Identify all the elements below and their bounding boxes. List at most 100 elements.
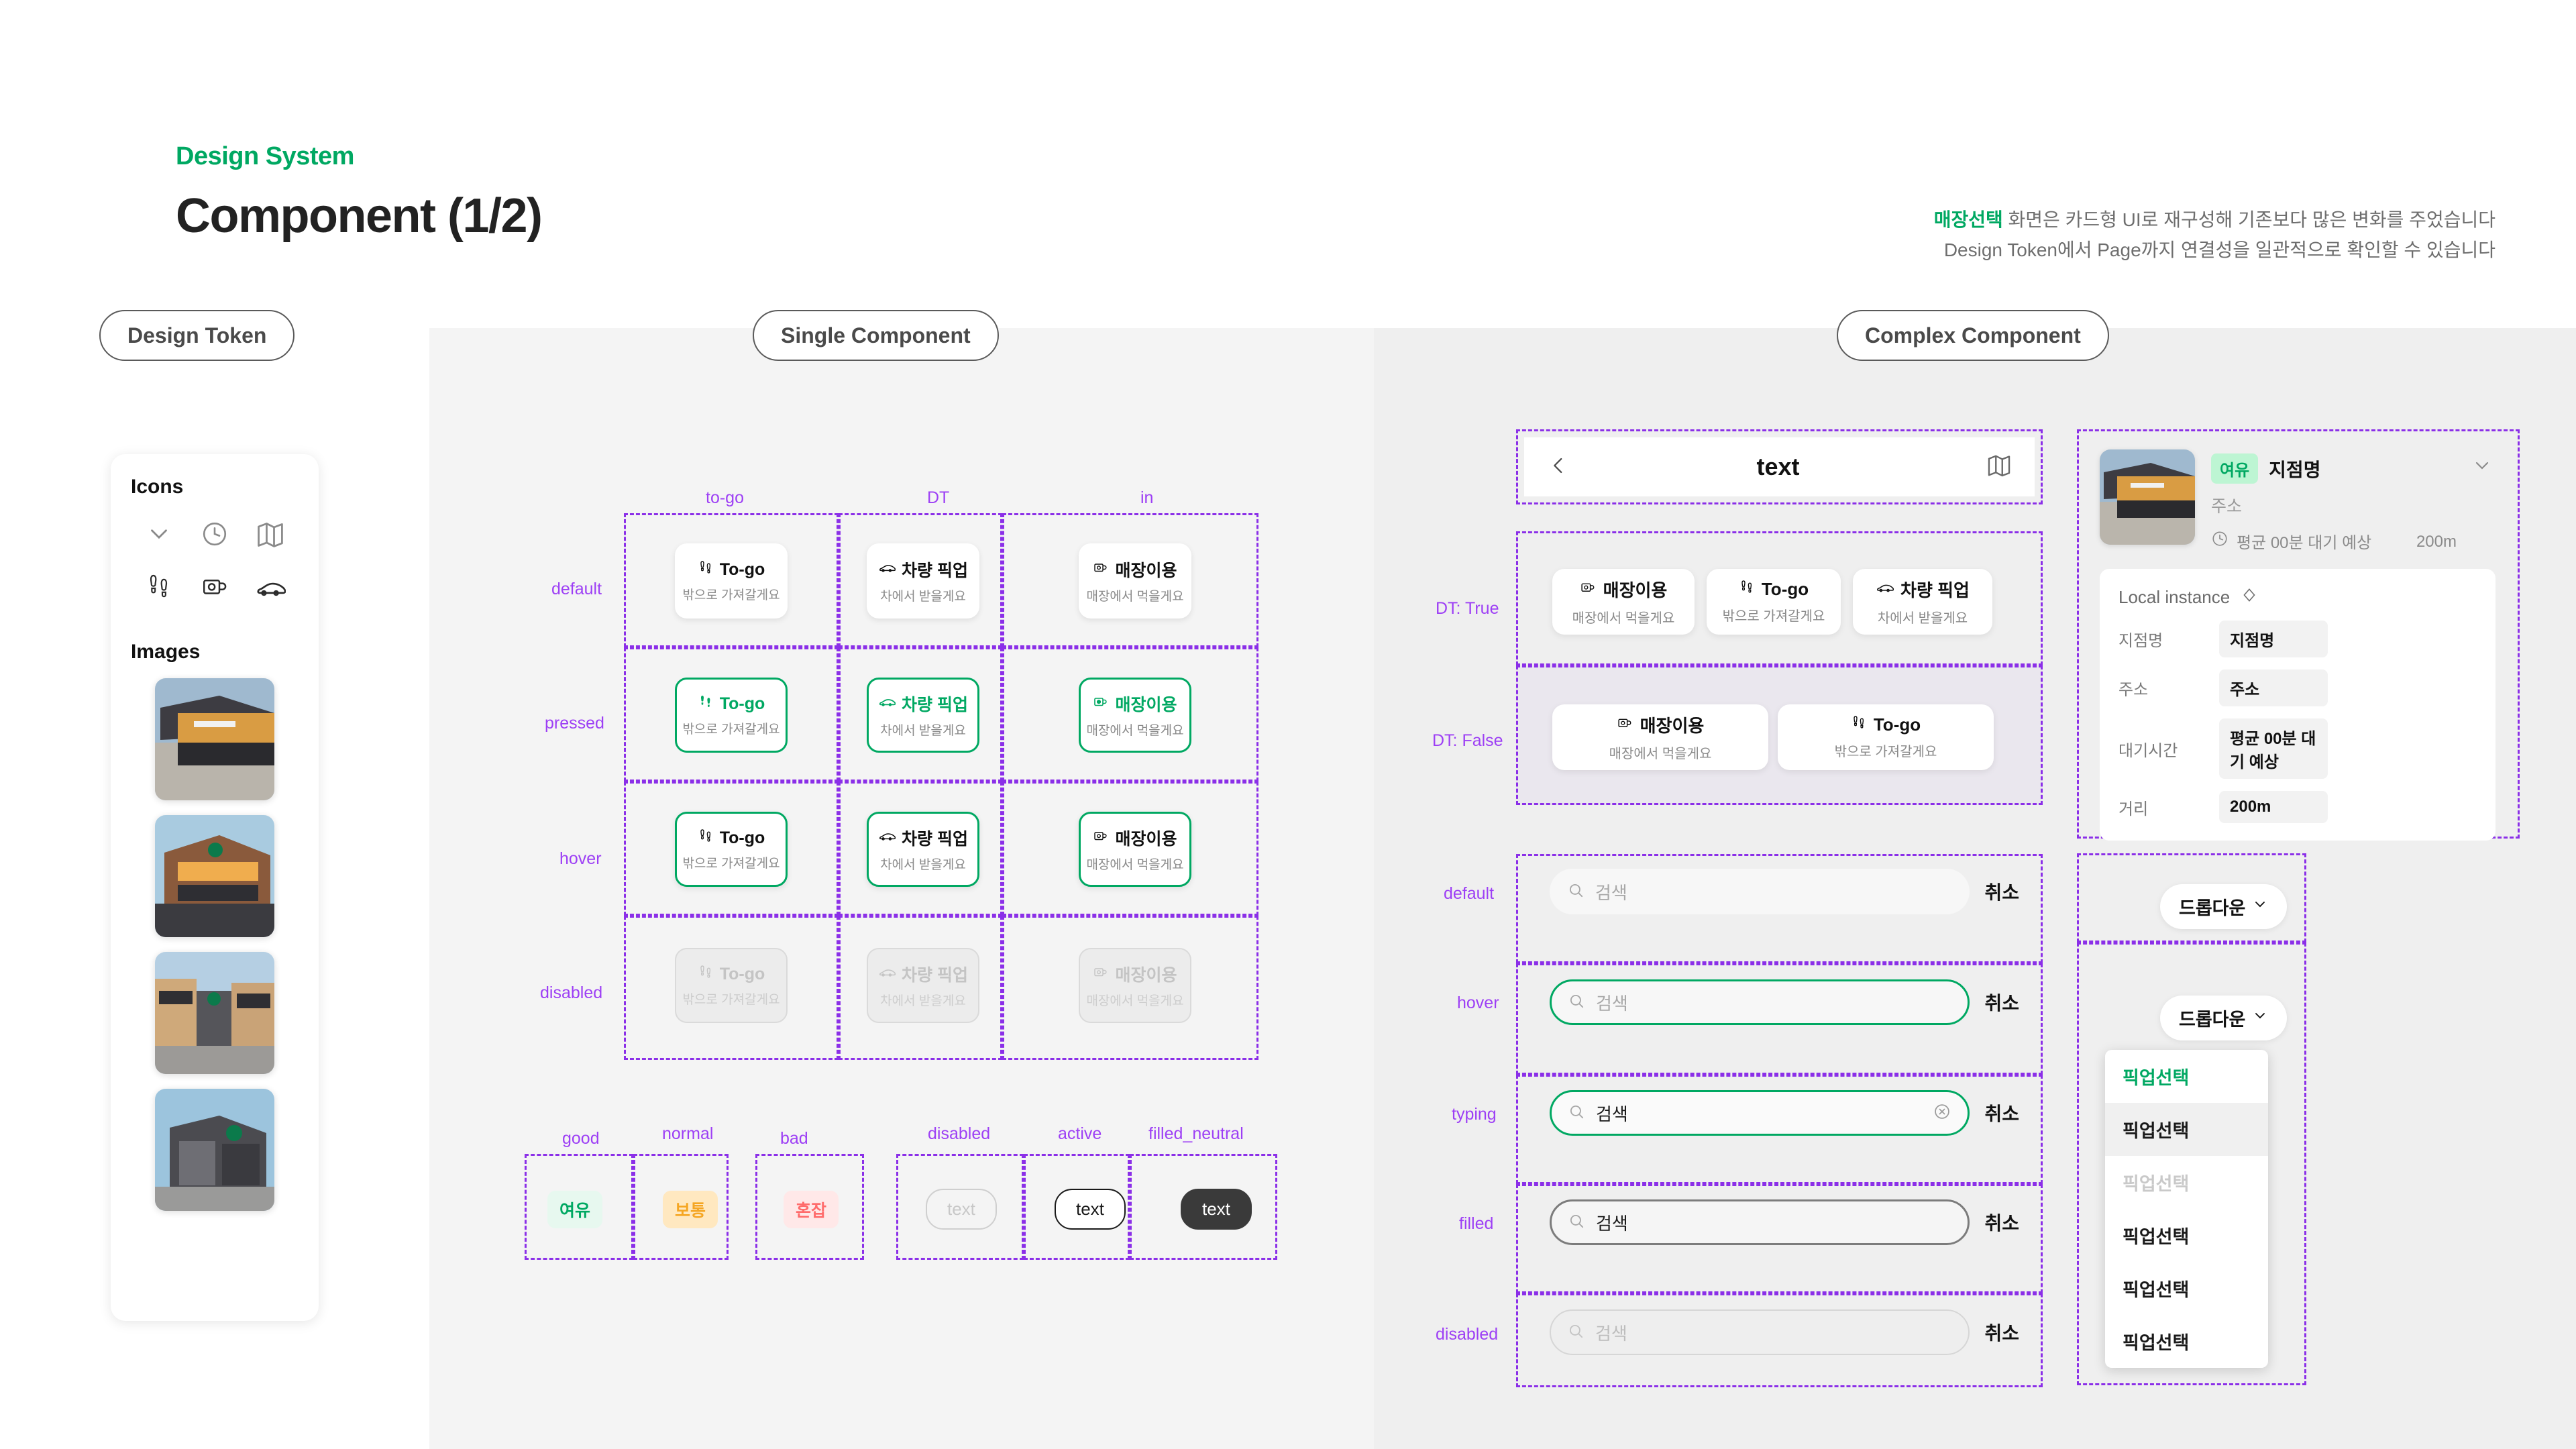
section-pill-single-component[interactable]: Single Component <box>753 310 999 361</box>
option-card-dt-pressed[interactable]: 차량 픽업 차에서 받을게요 <box>867 678 979 753</box>
option-card-dt-hover[interactable]: 차량 픽업 차에서 받을게요 <box>867 812 979 887</box>
option-card-title: 차량 픽업 <box>902 696 968 714</box>
search-placeholder: 검색 <box>1595 1323 1627 1344</box>
dropdown-item-selected[interactable]: 픽업선택 <box>2123 1068 2190 1088</box>
store-thumbnail[interactable] <box>155 815 274 937</box>
field-value[interactable]: 지점명 <box>2219 621 2328 657</box>
option-card-title-row: To-go <box>698 828 765 849</box>
option-card-title: 매장이용 <box>1640 716 1705 736</box>
search-input-filled[interactable]: 검색 <box>1550 1199 1970 1245</box>
option-card-title-row: 매장이용 <box>1093 962 1177 986</box>
text-button-filled-neutral[interactable]: text <box>1181 1189 1252 1230</box>
option-card-sub: 매장에서 먹을게요 <box>1086 724 1184 738</box>
search-input-typing[interactable]: 검색 <box>1550 1090 1970 1136</box>
dt-option-card-to-go[interactable]: To-go 밖으로 가져갈게요 <box>1707 569 1841 635</box>
search-row-label-typing: typing <box>1452 1105 1497 1124</box>
search-input-hover[interactable]: 검색 <box>1550 979 1970 1025</box>
option-card-to-go-hover[interactable]: To-go 밖으로 가져갈게요 <box>675 812 788 887</box>
text-button-active[interactable]: text <box>1055 1189 1126 1230</box>
search-row-label-default: default <box>1444 884 1495 903</box>
option-card-title-row: 차량 픽업 <box>878 962 968 986</box>
store-distance: 200m <box>2416 533 2457 551</box>
option-card-dt-default[interactable]: 차량 픽업 차에서 받을게요 <box>867 543 979 619</box>
spec-dt-true-box <box>1516 531 2043 665</box>
option-card-sub: 차에서 받을게요 <box>880 590 966 604</box>
dropdown-item-hover[interactable]: 픽업선택 <box>2105 1103 2268 1156</box>
option-card-title: To-go <box>1761 579 1809 599</box>
option-card-in-default[interactable]: 매장이용 매장에서 먹을게요 <box>1079 543 1191 619</box>
dropdown-collapsed[interactable]: 드롭다운 <box>2160 884 2288 929</box>
option-card-title: 매장이용 <box>1115 966 1177 985</box>
option-card-to-go-default[interactable]: To-go 밖으로 가져갈게요 <box>675 543 788 619</box>
clear-icon[interactable] <box>1933 1102 1951 1124</box>
dropdown-menu: 픽업선택 픽업선택 픽업선택 픽업선택 픽업선택 픽업선택 <box>2105 1050 2268 1368</box>
store-thumbnail[interactable] <box>155 678 274 800</box>
dropdown-item[interactable]: 픽업선택 <box>2123 1333 2190 1353</box>
option-card-title: 매장이용 <box>1115 561 1177 580</box>
spec-cell <box>896 1154 1024 1260</box>
clock-icon <box>2211 530 2229 552</box>
option-card-to-go-pressed[interactable]: To-go 밖으로 가져갈게요 <box>675 678 788 753</box>
option-card-title: To-go <box>1873 714 1921 735</box>
section-pill-complex-component[interactable]: Complex Component <box>1837 310 2109 361</box>
spec-cell <box>839 513 1002 647</box>
field-value[interactable]: 주소 <box>2219 669 2328 706</box>
dt-false-option-card-to-go[interactable]: To-go 밖으로 가져갈게요 <box>1778 704 1994 770</box>
spec-cell <box>839 782 1002 916</box>
search-row-disabled: 검색 취소 <box>1550 1309 2019 1355</box>
spec-cell <box>1130 1154 1277 1260</box>
search-cancel-button[interactable]: 취소 <box>1984 1104 2019 1124</box>
option-card-sub: 밖으로 가져갈게요 <box>1834 745 1937 759</box>
cup-icon[interactable] <box>201 572 229 603</box>
clock-icon[interactable] <box>201 520 229 549</box>
dropdown-expanded-trigger[interactable]: 드롭다운 <box>2160 996 2288 1040</box>
field-value[interactable]: 평균 00분 대기 예상 <box>2219 718 2328 779</box>
store-thumbnail[interactable] <box>155 1089 274 1211</box>
spec-cell <box>755 1154 864 1260</box>
status-badge-good: 여유 <box>547 1191 603 1228</box>
option-card-sub: 밖으로 가져갈게요 <box>682 856 780 871</box>
cup-icon <box>1617 714 1633 736</box>
section-pill-design-token[interactable]: Design Token <box>99 310 295 361</box>
dropdown-item[interactable]: 픽업선택 <box>2123 1227 2190 1247</box>
dt-false-option-card-in[interactable]: 매장이용 매장에서 먹을게요 <box>1552 704 1768 770</box>
map-icon[interactable] <box>256 520 285 549</box>
dt-false-label: DT: False <box>1432 731 1503 750</box>
option-card-title-row: 차량 픽업 <box>878 692 968 716</box>
eyebrow-label: Design System <box>176 142 354 170</box>
field-value[interactable]: 200m <box>2219 791 2328 823</box>
store-card: 여유 지점명 주소 평균 00분 대기 예상 200m Local instan… <box>2100 449 2496 841</box>
option-card-sub: 밖으로 가져갈게요 <box>682 588 780 602</box>
footprints-icon <box>698 964 714 985</box>
status-badge-normal: 보통 <box>663 1191 718 1228</box>
button-label-disabled: disabled <box>928 1124 991 1143</box>
local-instance-header: Local instance <box>2118 586 2477 608</box>
search-placeholder: 검색 <box>1595 882 1627 903</box>
store-thumbnail[interactable] <box>155 952 274 1074</box>
search-cancel-button[interactable]: 취소 <box>1984 882 2019 903</box>
car-icon[interactable] <box>255 572 286 603</box>
search-input-default[interactable]: 검색 <box>1550 869 1970 914</box>
option-card-to-go-disabled: To-go 밖으로 가져갈게요 <box>675 948 788 1023</box>
dt-option-card-in[interactable]: 매장이용 매장에서 먹을게요 <box>1552 569 1695 635</box>
search-value: 검색 <box>1596 1213 1628 1234</box>
cup-icon <box>1093 964 1109 985</box>
option-card-in-hover[interactable]: 매장이용 매장에서 먹을게요 <box>1079 812 1191 887</box>
chevron-left-icon[interactable] <box>1547 454 1570 480</box>
footprints-icon[interactable] <box>146 572 172 603</box>
search-icon <box>1568 992 1585 1013</box>
option-card-title: 차량 픽업 <box>902 561 968 580</box>
chevron-down-icon[interactable] <box>2471 455 2493 480</box>
chevron-down-icon[interactable] <box>145 520 173 549</box>
option-card-title-row: To-go <box>698 964 765 985</box>
map-icon[interactable] <box>1986 453 2012 482</box>
search-cancel-button[interactable]: 취소 <box>1984 1213 2019 1234</box>
local-instance-row: 거리 200m <box>2118 791 2477 823</box>
diamond-icon <box>2241 586 2258 608</box>
search-cancel-button[interactable]: 취소 <box>1984 993 2019 1014</box>
dropdown-item[interactable]: 픽업선택 <box>2123 1280 2190 1300</box>
store-card-top: 여유 지점명 주소 평균 00분 대기 예상 200m <box>2100 449 2496 553</box>
option-card-in-pressed[interactable]: 매장이용 매장에서 먹을게요 <box>1079 678 1191 753</box>
spec-cell <box>624 916 839 1060</box>
dt-option-card-dt[interactable]: 차량 픽업 차에서 받을게요 <box>1853 569 1992 635</box>
